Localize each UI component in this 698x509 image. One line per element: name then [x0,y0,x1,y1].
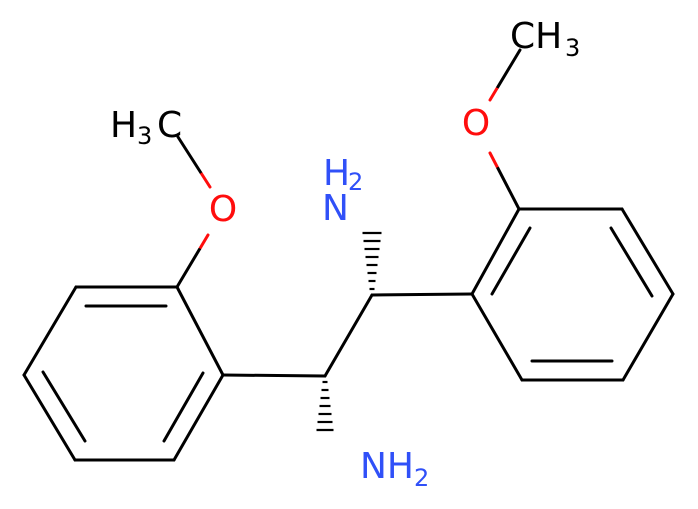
amine-top-label: H 2 N [322,153,363,229]
methyl-right-subscript: 3 [565,34,580,62]
right-benzene-ring [470,207,675,382]
central-backbone [221,292,474,378]
amine-top-subscript: 2 [348,168,363,196]
methyl-right-label: CH 3 [510,16,580,62]
methyl-left-c: C [157,105,182,146]
amine-bottom-subscript: 2 [414,464,429,492]
methyl-left-subscript: 3 [137,122,152,150]
amine-top-n: N [322,188,349,229]
oxygen-left-label: O [209,189,237,230]
hashed-wedge-top [362,231,382,291]
right-methoxy-bonds [488,48,522,211]
hashed-wedge-bottom [316,380,334,432]
methyl-left-h: H [110,105,137,146]
oxygen-right-label: O [462,103,490,144]
amine-top-h: H [323,153,350,194]
methyl-right-ch: CH [510,16,562,57]
left-methoxy-bonds [175,135,212,289]
amine-bottom-label: NH 2 [360,446,429,492]
amine-bottom-nh: NH [360,446,414,487]
methyl-left-label: H 3 C [110,105,182,150]
left-benzene-ring [22,285,225,462]
